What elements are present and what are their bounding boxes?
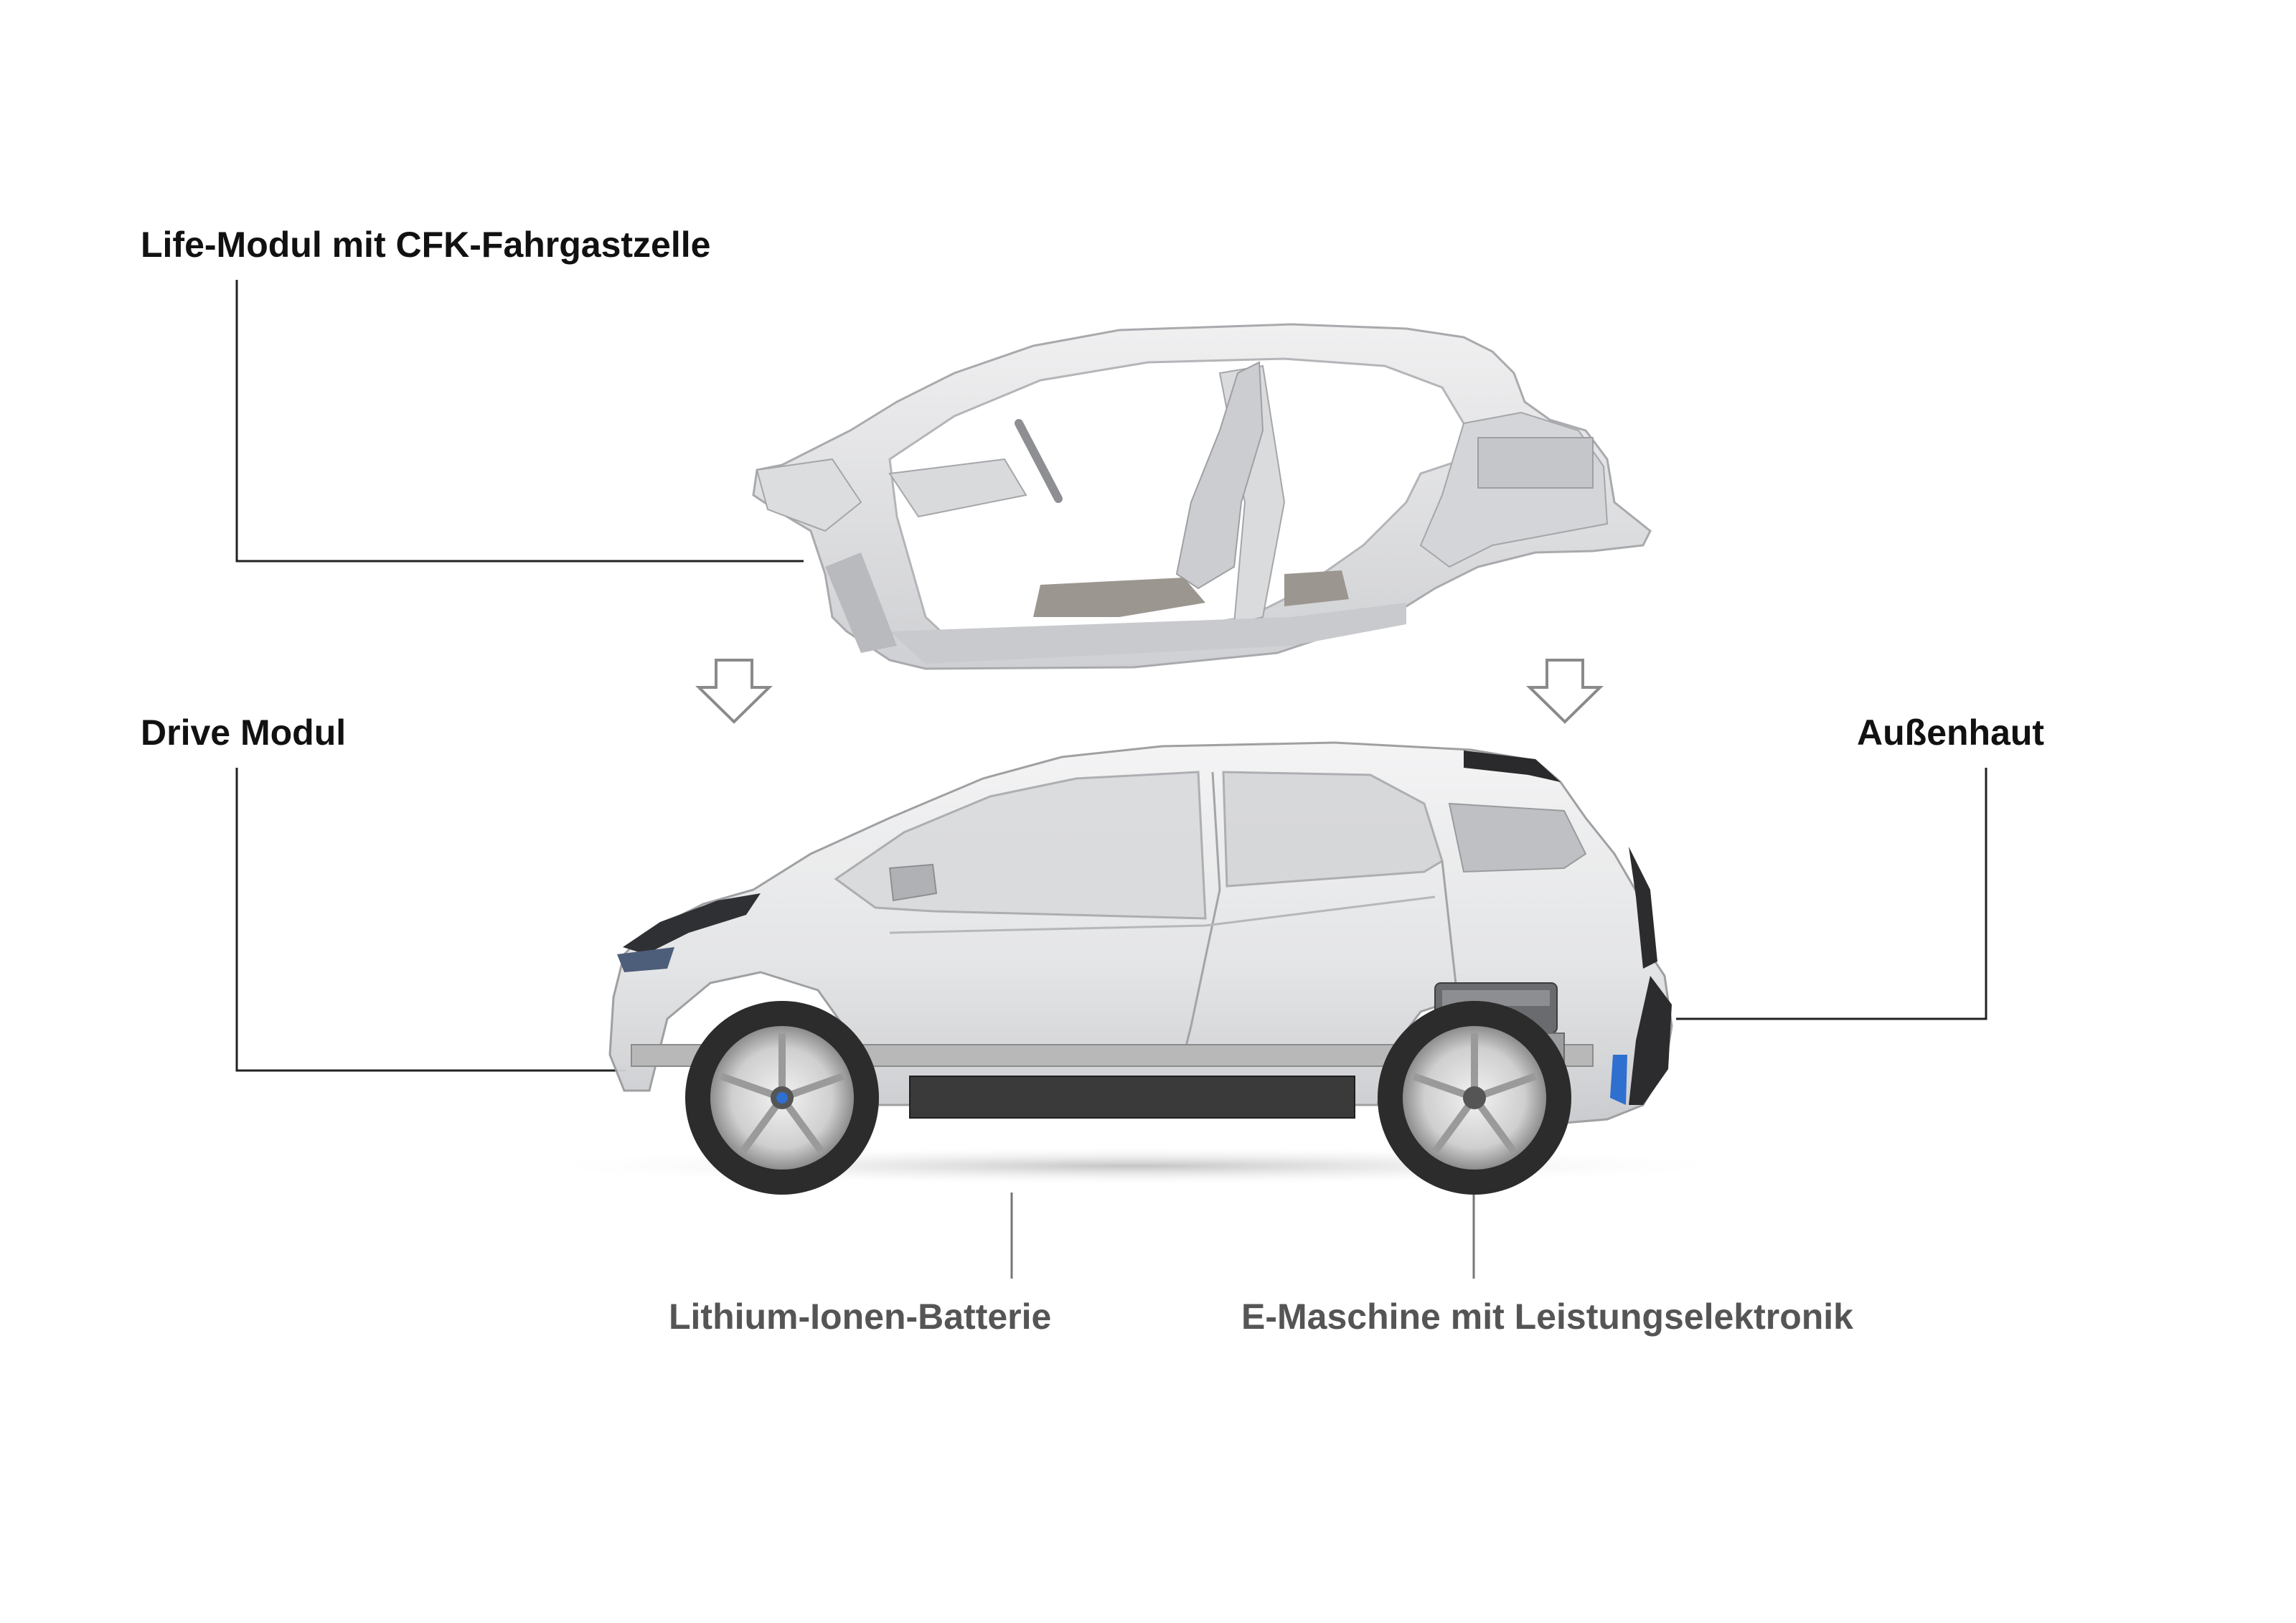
drive-module-label: Drive Modul — [141, 712, 347, 753]
life-module-passenger-cell — [752, 323, 1652, 670]
life-module-label: Life-Modul mit CFK-Fahrgastzelle — [141, 225, 711, 265]
life-module-leader — [235, 280, 804, 563]
leader-lines — [235, 280, 1987, 1279]
down-arrow-icon — [695, 659, 773, 724]
outer-skin-label: Außenhaut — [1857, 712, 2045, 753]
drive-module-leader — [235, 768, 626, 1072]
rear-wheel — [1378, 1001, 1571, 1195]
ground-shadow — [517, 1146, 1751, 1186]
e-machine-label: E-Maschine mit Leistungselektronik — [1241, 1297, 1853, 1337]
down-arrow-icon — [1526, 659, 1604, 724]
battery-pack — [909, 1076, 1355, 1119]
outer-skin-leader — [1676, 768, 1987, 1020]
front-wheel — [685, 1001, 879, 1195]
car-with-drive-module — [608, 741, 1673, 1195]
assembly-arrows — [695, 659, 1604, 724]
battery-label: Lithium-Ionen-Batterie — [669, 1297, 1052, 1337]
